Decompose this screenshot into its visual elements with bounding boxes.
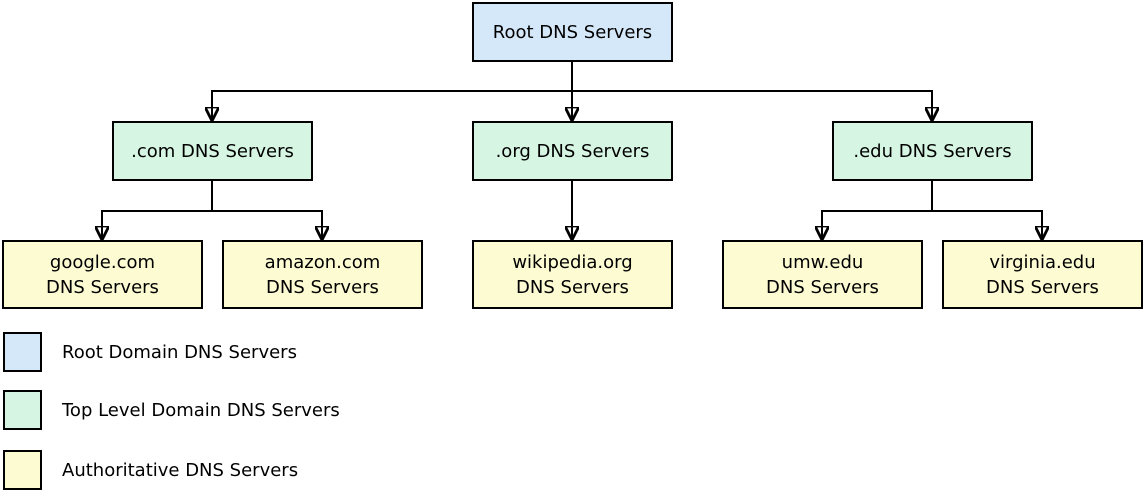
legend-swatch-top-level-domain bbox=[3, 390, 42, 430]
legend-label-root-domain: Root Domain DNS Servers bbox=[62, 341, 297, 363]
node-edu-dns-servers: .edu DNS Servers bbox=[832, 121, 1033, 181]
node-org-dns-servers: .org DNS Servers bbox=[472, 121, 673, 181]
node-root-dns-servers: Root DNS Servers bbox=[472, 2, 673, 62]
legend-item-authoritative: Authoritative DNS Servers bbox=[3, 450, 298, 490]
node-amazon-dns-servers: amazon.com DNS Servers bbox=[222, 240, 423, 309]
legend-label-authoritative: Authoritative DNS Servers bbox=[62, 459, 299, 481]
node-google-dns-servers: google.com DNS Servers bbox=[2, 240, 203, 309]
legend-item-root-domain: Root Domain DNS Servers bbox=[3, 332, 297, 372]
legend-item-top-level-domain: Top Level Domain DNS Servers bbox=[3, 390, 340, 430]
legend-swatch-authoritative bbox=[3, 450, 42, 490]
node-virginia-dns-servers: virginia.edu DNS Servers bbox=[942, 240, 1143, 309]
node-umw-dns-servers: umw.edu DNS Servers bbox=[722, 240, 923, 309]
node-wikipedia-dns-servers: wikipedia.org DNS Servers bbox=[472, 240, 673, 309]
legend-swatch-root-domain bbox=[3, 332, 42, 372]
legend-label-top-level-domain: Top Level Domain DNS Servers bbox=[62, 399, 340, 421]
node-com-dns-servers: .com DNS Servers bbox=[112, 121, 313, 181]
